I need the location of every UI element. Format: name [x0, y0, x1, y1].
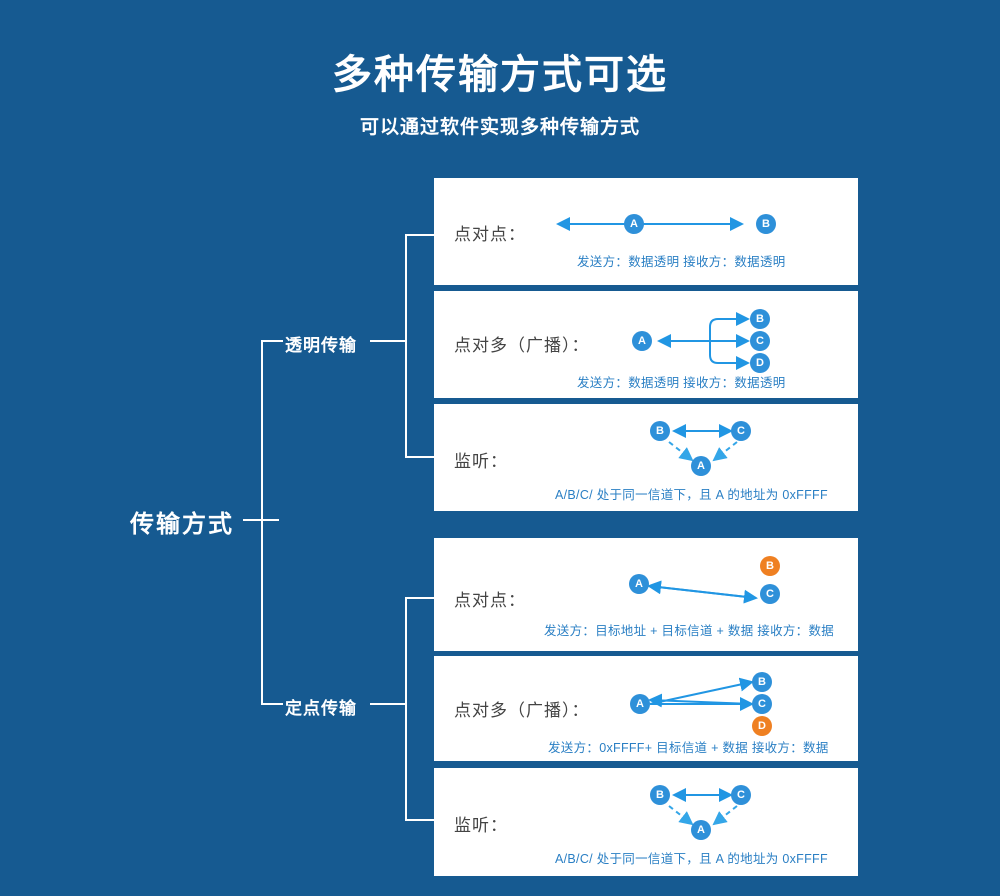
row-label: 点对多（广播）： — [454, 336, 590, 355]
tree-root-label: 传输方式 — [130, 511, 234, 538]
node-b: B — [752, 672, 772, 692]
card-transparent-broadcast[interactable]: 点对多（广播）： A B C D 发送方：数据透明 接收方：数据透明 — [434, 291, 858, 398]
row-label: 监听： — [454, 816, 508, 835]
card-caption: A/B/C/ 处于同一信道下，且 A 的地址为 0xFFFF — [555, 488, 828, 502]
card-caption: 发送方：0xFFFF+ 目标信道 + 数据 接收方：数据 — [548, 741, 829, 755]
card-fixed-broadcast[interactable]: 点对多（广播）： A B C D 发送方：0xFFFF+ 目标信道 + 数据 接… — [434, 656, 858, 761]
tree-group-transparent: 透明传输 — [285, 336, 357, 355]
node-a: A — [691, 820, 711, 840]
node-d: D — [752, 716, 772, 736]
node-b: B — [756, 214, 776, 234]
fixed-bracket-bottom — [405, 819, 435, 821]
node-a: A — [624, 214, 644, 234]
node-c: C — [752, 694, 772, 714]
node-a: A — [691, 456, 711, 476]
card-caption: 发送方：数据透明 接收方：数据透明 — [577, 255, 786, 269]
node-c: C — [750, 331, 770, 351]
row-label: 点对多（广播）： — [454, 701, 590, 720]
node-c: C — [760, 584, 780, 604]
node-a: A — [632, 331, 652, 351]
card-caption: A/B/C/ 处于同一信道下，且 A 的地址为 0xFFFF — [555, 852, 828, 866]
page-subtitle: 可以通过软件实现多种传输方式 — [359, 117, 640, 138]
node-a: A — [629, 574, 649, 594]
diagram-fixed-broadcast — [648, 677, 754, 711]
node-a: A — [630, 694, 650, 714]
row-label: 点对点： — [454, 225, 526, 244]
fixed-stem-line — [370, 703, 406, 705]
node-d: D — [750, 353, 770, 373]
diagram-bus-broadcast — [657, 312, 750, 370]
fixed-bracket-top — [405, 597, 435, 599]
tree-group-fixed: 定点传输 — [285, 699, 357, 718]
transparent-bracket-spine — [405, 234, 407, 458]
card-caption: 发送方：数据透明 接收方：数据透明 — [577, 376, 786, 390]
node-b: B — [750, 309, 770, 329]
transparent-branch-line — [261, 340, 283, 342]
card-fixed-monitor[interactable]: 监听： B C A A/B/C/ 处于同一信道下，且 A 的地址为 0xFFFF — [434, 768, 858, 876]
card-transparent-p2p[interactable]: 点对点： A B 发送方：数据透明 接收方：数据透明 — [434, 178, 858, 285]
fixed-bracket-spine — [405, 597, 407, 821]
node-c: C — [731, 785, 751, 805]
row-label: 点对点： — [454, 591, 526, 610]
fixed-branch-line — [261, 703, 283, 705]
diagram-fixed-p2p — [647, 580, 758, 604]
page-title: 多种传输方式可选 — [332, 53, 668, 97]
card-fixed-p2p[interactable]: 点对点： A B C 发送方：目标地址 + 目标信道 + 数据 接收方：数据 — [434, 538, 858, 651]
node-b: B — [760, 556, 780, 576]
root-spine-line — [261, 341, 263, 705]
diagram-monitor-triangle — [668, 424, 738, 462]
node-b: B — [650, 785, 670, 805]
diagram-monitor-triangle — [668, 788, 738, 826]
card-caption: 发送方：目标地址 + 目标信道 + 数据 接收方：数据 — [544, 624, 835, 638]
row-label: 监听： — [454, 452, 508, 471]
transparent-stem-line — [370, 340, 406, 342]
node-b: B — [650, 421, 670, 441]
card-transparent-monitor[interactable]: 监听： B C A A/B/C/ 处于同一信道下，且 A 的地址为 0xFFFF — [434, 404, 858, 511]
transparent-bracket-bottom — [405, 456, 435, 458]
transparent-bracket-top — [405, 234, 435, 236]
node-c: C — [731, 421, 751, 441]
